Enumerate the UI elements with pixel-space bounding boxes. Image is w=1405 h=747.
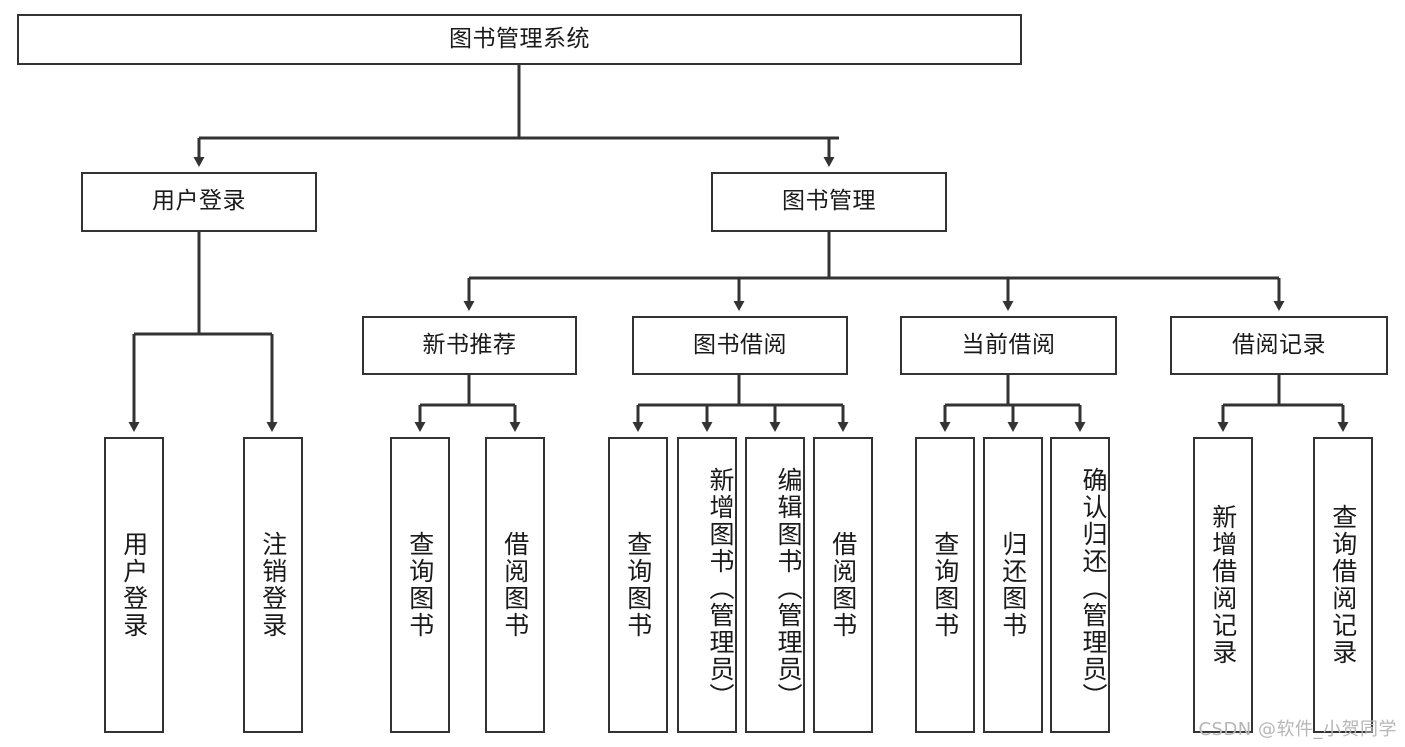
node-leaf-add-book-admin-label: 新增图书（管理员） <box>706 466 735 710</box>
node-leaf-add-borrow-record[interactable]: 新增借阅记录 <box>1193 437 1253 733</box>
node-leaf-add-book-admin[interactable]: 新增图书（管理员） <box>677 437 737 733</box>
node-leaf-add-borrow-record-label: 新增借阅记录 <box>1208 504 1238 666</box>
node-book-borrow[interactable]: 图书借阅 <box>632 316 848 375</box>
node-leaf-return-book-label: 归还图书 <box>998 531 1028 639</box>
node-book-borrow-label: 图书借阅 <box>693 331 787 358</box>
node-root-label: 图书管理系统 <box>449 25 590 52</box>
node-leaf-user-login[interactable]: 用户登录 <box>104 437 164 733</box>
node-leaf-query-borrow-record[interactable]: 查询借阅记录 <box>1313 437 1373 733</box>
node-book-manage-label: 图书管理 <box>782 188 876 215</box>
node-leaf-user-login-label: 用户登录 <box>119 531 149 639</box>
node-leaf-borrow-book[interactable]: 借阅图书 <box>813 437 873 733</box>
node-root[interactable]: 图书管理系统 <box>17 14 1022 65</box>
node-leaf-borrow-book-label: 借阅图书 <box>828 531 858 639</box>
node-user-login[interactable]: 用户登录 <box>81 172 317 232</box>
node-leaf-query-book-rec-label: 查询图书 <box>405 531 435 639</box>
node-leaf-return-book[interactable]: 归还图书 <box>983 437 1043 733</box>
node-leaf-confirm-return-admin-label: 确认归还（管理员） <box>1079 466 1108 710</box>
watermark: CSDN @软件_小贺同学 <box>1198 719 1397 740</box>
node-new-book-recommend[interactable]: 新书推荐 <box>362 316 577 375</box>
node-leaf-query-book-rec[interactable]: 查询图书 <box>390 437 450 733</box>
node-leaf-logout-login[interactable]: 注销登录 <box>243 437 303 733</box>
node-book-manage[interactable]: 图书管理 <box>711 172 947 232</box>
node-leaf-edit-book-admin-label: 编辑图书（管理员） <box>774 466 803 710</box>
node-borrow-record[interactable]: 借阅记录 <box>1170 316 1388 375</box>
node-leaf-confirm-return-admin[interactable]: 确认归还（管理员） <box>1050 437 1110 733</box>
node-borrow-record-label: 借阅记录 <box>1232 331 1326 358</box>
node-leaf-borrow-book-rec-label: 借阅图书 <box>500 531 530 639</box>
node-user-login-label: 用户登录 <box>152 188 246 215</box>
node-current-borrow[interactable]: 当前借阅 <box>900 316 1117 375</box>
node-leaf-query-book-borrow-label: 查询图书 <box>623 531 653 639</box>
node-current-borrow-label: 当前借阅 <box>961 331 1056 358</box>
node-leaf-edit-book-admin[interactable]: 编辑图书（管理员） <box>745 437 805 733</box>
node-leaf-query-book-cur[interactable]: 查询图书 <box>915 437 975 733</box>
node-leaf-query-book-cur-label: 查询图书 <box>930 531 960 639</box>
node-new-book-recommend-label: 新书推荐 <box>422 331 517 358</box>
node-leaf-query-book-borrow[interactable]: 查询图书 <box>608 437 668 733</box>
node-leaf-logout-login-label: 注销登录 <box>258 531 288 639</box>
node-leaf-query-borrow-record-label: 查询借阅记录 <box>1328 504 1358 666</box>
node-leaf-borrow-book-rec[interactable]: 借阅图书 <box>485 437 545 733</box>
